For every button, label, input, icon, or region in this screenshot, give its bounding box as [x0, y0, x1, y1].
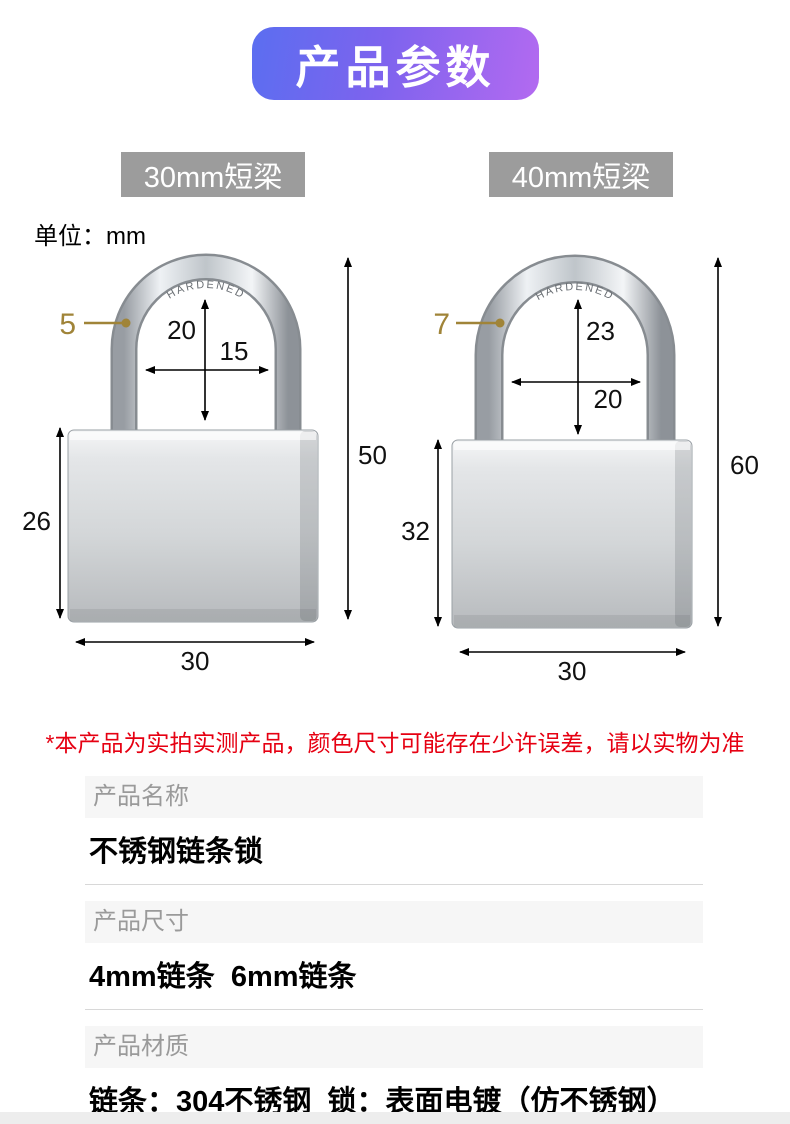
- body-top-highlight: [70, 432, 316, 440]
- variant-label-30mm: 30mm短梁: [121, 152, 305, 197]
- body-side-shade: [675, 441, 691, 627]
- padlock-body: [67, 429, 319, 623]
- padlock-30mm: HARDENED: [67, 253, 319, 623]
- dim-body-width-label: 30: [181, 646, 210, 676]
- spec-value-product-name: 不锈钢链条锁: [89, 836, 264, 868]
- section-title-banner: 产品参数: [252, 27, 539, 100]
- padlock-body: [451, 439, 693, 629]
- next-section-edge: [0, 1112, 790, 1124]
- dim-total-height-label: 60: [730, 450, 759, 480]
- disclaimer-text: *本产品为实拍实测产品，颜色尺寸可能存在少许误差，请以实物为准: [45, 730, 745, 756]
- dim-shackle-diameter-label: 7: [433, 308, 450, 341]
- dim-inner-height-label: 20: [167, 315, 196, 345]
- dim-total-height-label: 50: [358, 440, 387, 470]
- padlock-shackle-chrome: [477, 257, 673, 447]
- spec-label-product-name: 产品名称: [85, 776, 703, 818]
- body-bottom-shade: [70, 609, 316, 621]
- dim-inner-width-label: 15: [220, 336, 249, 366]
- spec-group-product-name: 产品名称 不锈钢链条锁: [85, 776, 703, 885]
- dim-shackle-diameter-pointer: 7: [433, 308, 505, 341]
- page-title: 产品参数: [295, 42, 496, 93]
- dim-shackle-diameter-pointer: 5: [59, 308, 131, 341]
- spec-label-product-material: 产品材质: [85, 1026, 703, 1068]
- dim-body-height-label: 26: [22, 506, 51, 536]
- padlock-diagram-30mm: HARDENED 20 15 50 26 30 5: [22, 253, 387, 676]
- spec-group-product-material: 产品材质 链条：304不锈钢 锁：表面电镀（仿不锈钢）: [85, 1026, 703, 1124]
- dim-body-height-label: 32: [401, 516, 430, 546]
- dim-inner-width-label: 20: [594, 384, 623, 414]
- unit-label: 单位：mm: [34, 223, 146, 250]
- variant-label-40mm: 40mm短梁: [489, 152, 673, 197]
- padlock-shackle-chrome: [113, 256, 299, 440]
- dim-body-width-label: 30: [558, 656, 587, 686]
- body-top-highlight: [454, 442, 690, 450]
- dimension-arrows-40mm: [434, 257, 722, 656]
- spec-list: 产品名称 不锈钢链条锁 产品尺寸 4mm链条 6mm链条 产品材质 链条：304…: [85, 776, 703, 1124]
- dim-shackle-diameter-label: 5: [59, 308, 76, 341]
- spec-value-product-size: 4mm链条 6mm链条: [89, 961, 357, 993]
- dimension-labels-30mm: 20 15 50 26 30 5: [22, 308, 387, 676]
- body-bottom-shade: [454, 615, 690, 627]
- dim-inner-height-label: 23: [586, 316, 615, 346]
- dimension-arrows-30mm: [56, 257, 352, 646]
- dimension-labels-40mm: 23 20 60 32 30 7: [401, 308, 759, 686]
- body-side-shade: [300, 431, 317, 621]
- padlock-diagram-40mm: HARDENED 23 20 60 32 30 7: [401, 254, 759, 686]
- spec-group-product-size: 产品尺寸 4mm链条 6mm链条: [85, 901, 703, 1010]
- spec-label-product-size: 产品尺寸: [85, 901, 703, 943]
